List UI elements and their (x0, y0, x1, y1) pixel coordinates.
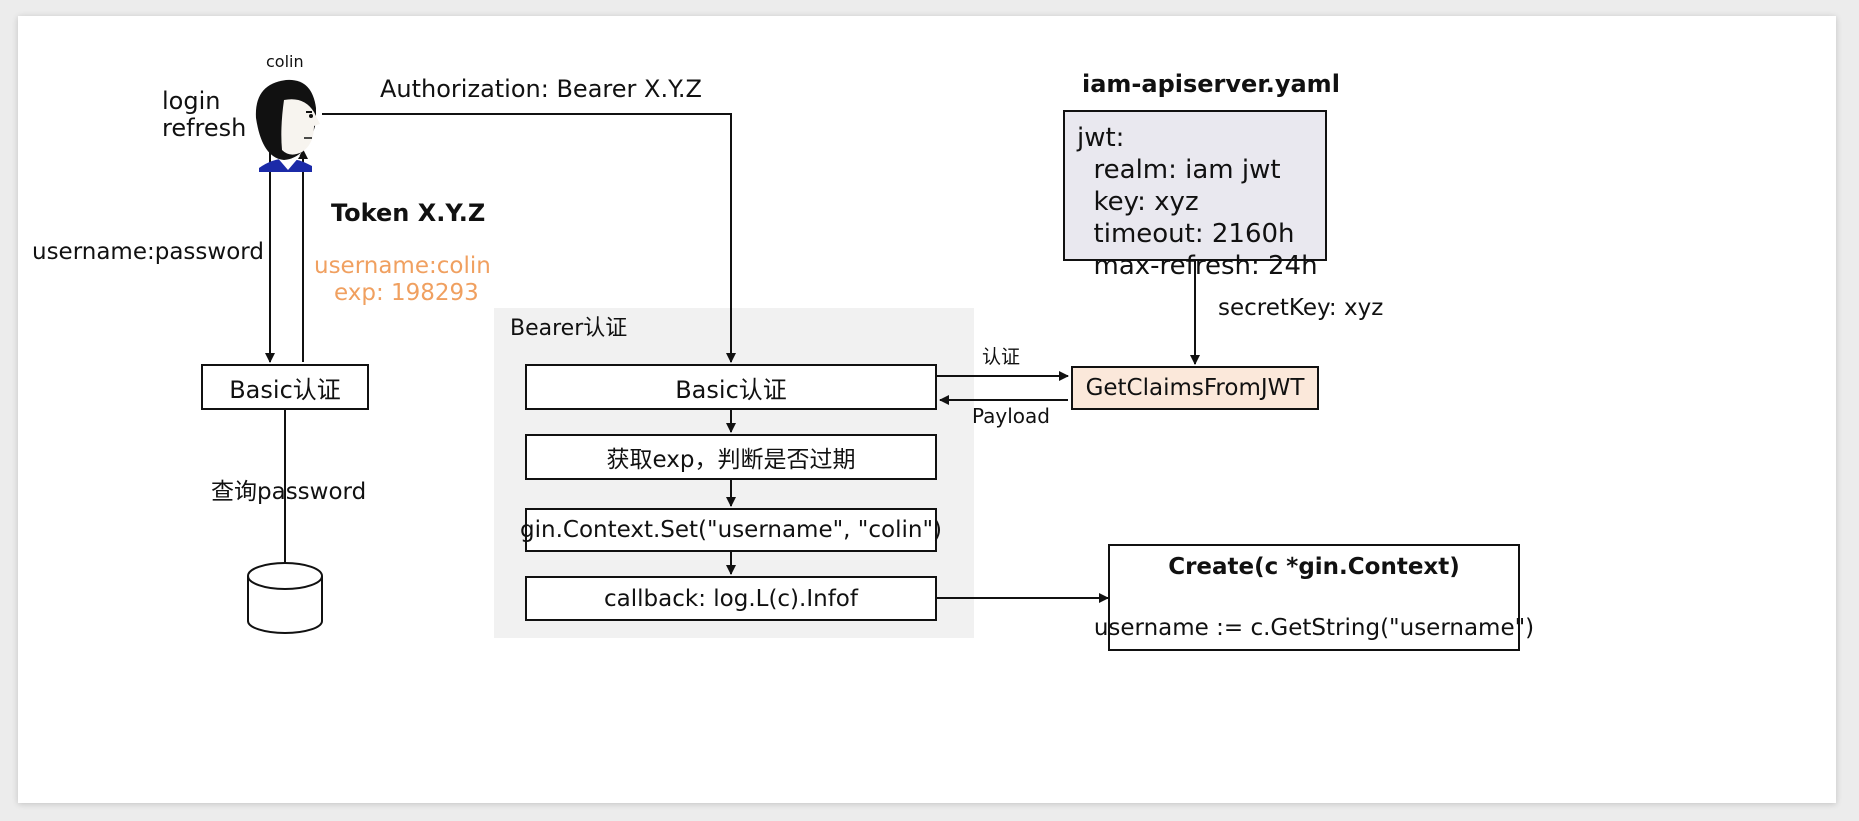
token-title: Token X.Y.Z (331, 199, 486, 227)
token-exp: exp: 198293 (334, 280, 479, 306)
config-line: timeout: 2160h (1077, 219, 1295, 249)
authorization-arrow (322, 113, 736, 363)
secret-key-label: secretKey: xyz (1218, 295, 1384, 321)
authorization-label: Authorization: Bearer X.Y.Z (380, 75, 702, 103)
bearer-step-check-exp: 获取exp，判断是否过期 (525, 434, 937, 480)
bearer-region-title: Bearer认证 (510, 316, 628, 341)
login-label: login (162, 87, 221, 115)
credentials-label: username:password (32, 239, 264, 265)
bearer-step-callback: callback: log.L(c).Infof (525, 576, 937, 621)
bearer-step-context-set: gin.Context.Set("username", "colin") (520, 508, 942, 552)
config-line: key: xyz (1077, 187, 1199, 217)
config-box: jwt: realm: iam jwt key: xyz timeout: 21… (1063, 110, 1327, 281)
database-icon (247, 562, 323, 634)
config-line: jwt: (1077, 123, 1125, 153)
config-filename: iam-apiserver.yaml (1082, 70, 1340, 98)
diagram-canvas: colin login refresh Authorization: Beare… (18, 16, 1836, 803)
create-handler-body: username := c.GetString("username") (1093, 615, 1535, 641)
create-handler-signature: Create(c *gin.Context) (1168, 554, 1460, 580)
get-claims-box: GetClaimsFromJWT (1071, 366, 1319, 410)
payload-arrow-label: Payload (972, 404, 1050, 428)
create-handler-box: Create(c *gin.Context) username := c.Get… (1094, 544, 1534, 651)
auth-arrow-label: 认证 (982, 346, 1021, 368)
config-line: realm: iam jwt (1077, 155, 1281, 185)
user-name: colin (266, 52, 304, 71)
query-password-label: 查询password (211, 479, 367, 505)
connectors (247, 79, 1200, 634)
basic-auth-left: Basic认证 (201, 364, 369, 410)
config-line: max-refresh: 24h (1077, 251, 1318, 281)
user-avatar-icon (255, 79, 320, 172)
bearer-step-basic-auth: Basic认证 (525, 364, 937, 410)
refresh-label: refresh (162, 114, 247, 142)
token-username: username:colin (314, 253, 491, 279)
